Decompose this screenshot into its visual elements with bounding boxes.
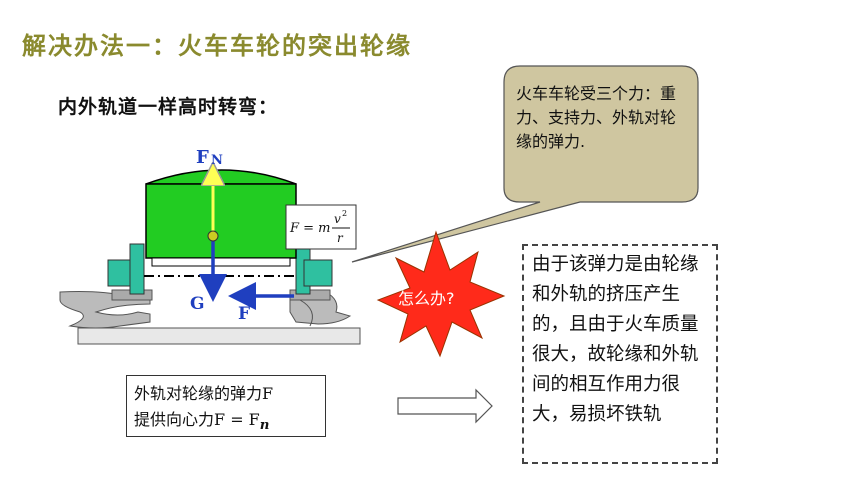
- carriage-roof: [145, 169, 297, 185]
- formula-exponent: 2: [342, 209, 347, 218]
- right-arrow-icon: [397, 388, 493, 424]
- carriage-underframe: [151, 257, 291, 267]
- normal-force-label-sub: N: [211, 153, 223, 168]
- explanation-text: 由于该弹力是由轮缘和外轨的挤压产生的，且由于火车质量很大，故轮缘和外轨间的相互作…: [532, 254, 699, 425]
- flange-force-label: F: [238, 304, 251, 324]
- question-text: 怎么办?: [398, 289, 455, 308]
- formula-card: [285, 204, 357, 250]
- explanation-box: [522, 244, 718, 464]
- callout-text: 火车车轮受三个力：重力、支持力、外轨对轮缘的弹力.: [516, 84, 677, 151]
- formula-lhs: F = m: [289, 221, 331, 236]
- conclusion-box: [126, 375, 326, 437]
- ground-platform: [77, 327, 361, 345]
- conclusion-line-1: 外轨对轮缘的弹力F: [134, 384, 274, 403]
- normal-force-label: F: [196, 147, 209, 168]
- formula-numerator: v: [334, 212, 341, 226]
- gravity-label: G: [190, 294, 205, 314]
- right-axle-box: [303, 259, 333, 287]
- formula-denominator: r: [337, 231, 344, 245]
- left-wheel: [129, 243, 145, 295]
- subtitle: 内外轨道一样高时转弯：: [58, 96, 279, 118]
- conclusion-line-2: 提供向心力F = Fn: [134, 406, 270, 433]
- starburst-shape: [376, 230, 506, 358]
- conclusion-line-2-text: 提供向心力F = F: [134, 410, 260, 429]
- page-title: 解决办法一：火车车轮的突出轮缘: [22, 31, 412, 60]
- center-of-mass: [207, 230, 219, 242]
- carriage-body: [145, 183, 297, 259]
- conclusion-line-2-sub: n: [259, 417, 270, 434]
- speech-bubble: [351, 65, 699, 263]
